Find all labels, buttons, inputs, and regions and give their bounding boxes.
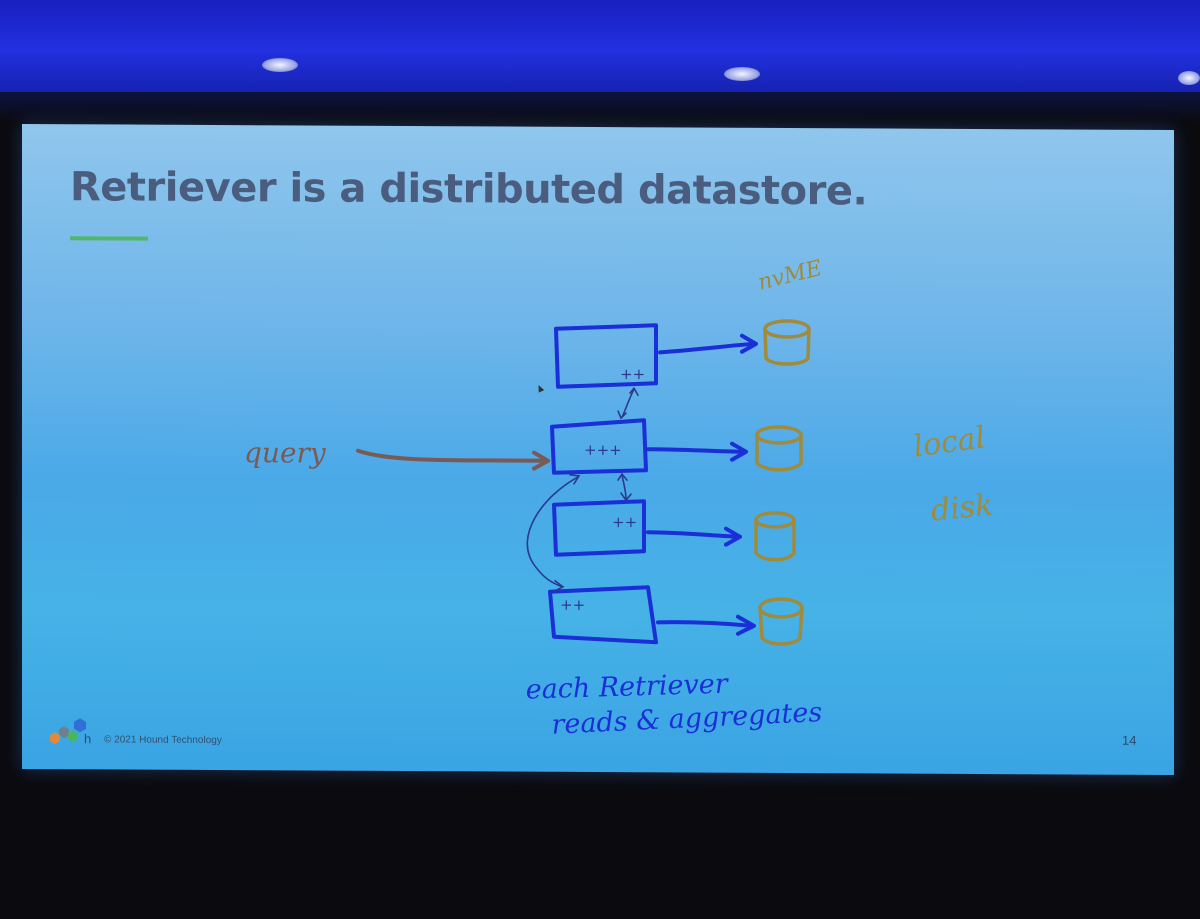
svg-text:h: h <box>84 731 91 746</box>
retriever-node-4: ++ <box>548 585 658 645</box>
ceiling-light-center <box>724 67 760 81</box>
arrowhead <box>724 526 742 547</box>
caption-line-1: each Retriever <box>525 669 730 706</box>
retriever-node-2: +++ <box>550 418 648 475</box>
projected-slide: Retriever is a distributed datastore. nv… <box>22 123 1174 776</box>
node-marks: ++ <box>612 513 637 531</box>
arrow-node3-to-disk <box>646 530 740 539</box>
retriever-node-3: ++ <box>552 499 646 557</box>
local-label: local <box>911 420 987 464</box>
arrowhead <box>617 410 627 420</box>
arrowhead <box>617 472 628 481</box>
arrowhead <box>740 333 758 354</box>
room-ceiling <box>0 0 1200 100</box>
room-shadow-band <box>0 92 1200 122</box>
node-link-1-2 <box>621 388 635 418</box>
disk-1-icon <box>763 319 811 366</box>
arrowhead <box>629 386 639 397</box>
arrow-node2-to-disk <box>646 447 746 454</box>
node-marks: ++ <box>560 596 585 614</box>
footer-copyright: © 2021 Hound Technology <box>104 734 222 747</box>
arrowhead <box>730 441 748 462</box>
hand-drawn-diagram: nvME ++ +++ ++ ++ <box>244 256 995 741</box>
nvme-label: nvME <box>755 256 824 296</box>
node-link-2-4 <box>526 476 579 588</box>
arrowhead <box>554 579 565 592</box>
arrowhead <box>736 614 756 636</box>
query-label: query <box>244 436 327 469</box>
arrow-node1-to-disk <box>658 341 756 355</box>
arrowhead <box>620 492 632 502</box>
arrow-node4-to-disk <box>656 620 754 628</box>
page-number: 14 <box>1122 732 1137 748</box>
node-marks: ++ <box>620 365 645 383</box>
ceiling-light-left <box>262 58 298 72</box>
ceiling-light-right <box>1178 71 1200 85</box>
disk-2-icon <box>755 425 803 472</box>
node-marks: +++ <box>584 441 622 459</box>
disk-3-icon <box>754 511 796 562</box>
arrowhead <box>532 450 550 471</box>
hound-logo-icon: h <box>50 718 91 746</box>
disk-label: disk <box>929 488 995 529</box>
query-arrow <box>356 448 548 463</box>
node-link-2-3 <box>621 474 627 500</box>
disk-4-icon <box>758 597 804 646</box>
arrowhead <box>569 474 581 485</box>
retriever-node-1: ++ <box>554 323 658 389</box>
